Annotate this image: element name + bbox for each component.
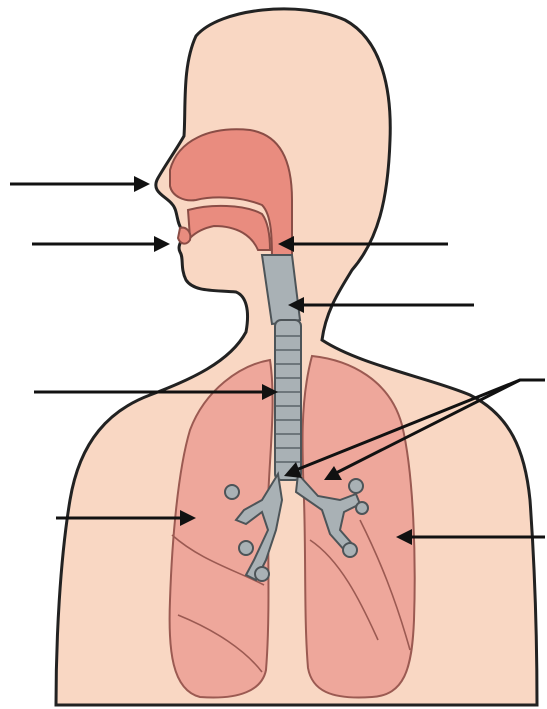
arrow-mouth: [32, 236, 170, 252]
arrow-nose: [10, 176, 150, 192]
trachea: [275, 320, 301, 480]
lips: [178, 228, 190, 244]
